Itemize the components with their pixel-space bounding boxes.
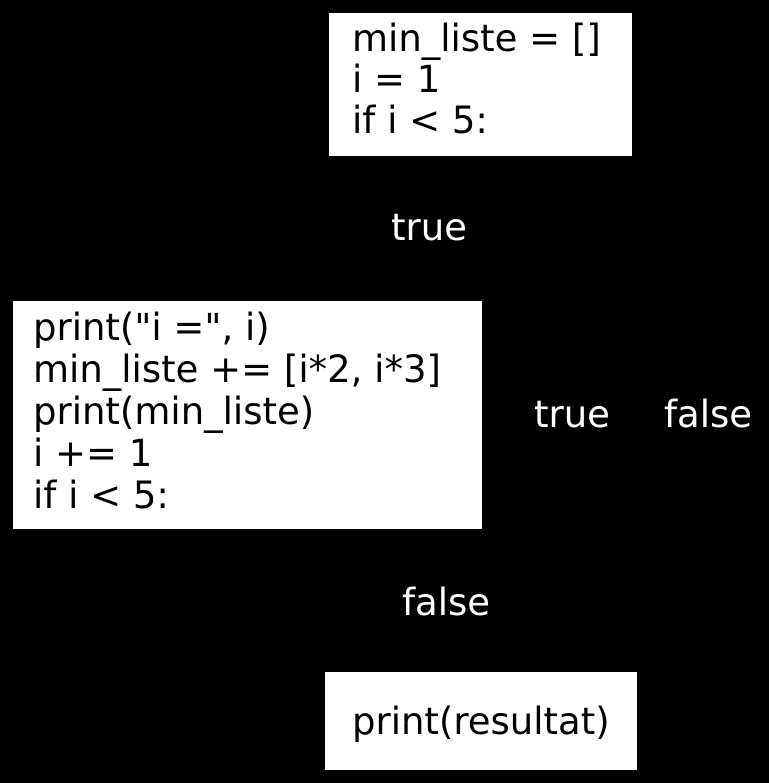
- edge-label-true: true: [391, 206, 467, 249]
- code-line: print(resultat): [352, 699, 610, 743]
- edge-label-false: false: [402, 581, 491, 624]
- code-line: print("i =", i): [33, 306, 270, 349]
- start-block: min_liste = [] i = 1 if i < 5:: [329, 13, 632, 156]
- code-line: i = 1: [352, 58, 441, 101]
- edge-label-false: false: [664, 393, 753, 436]
- code-line: min_liste = []: [352, 17, 601, 60]
- code-line: if i < 5:: [33, 474, 169, 517]
- code-line: i += 1: [33, 432, 153, 475]
- output-block: print(resultat): [325, 672, 637, 770]
- code-line: print(min_liste): [33, 390, 315, 433]
- edge-label-true: true: [534, 393, 610, 436]
- loop-block: print("i =", i) min_liste += [i*2, i*3] …: [13, 301, 482, 529]
- code-line: if i < 5:: [352, 99, 488, 142]
- code-line: min_liste += [i*2, i*3]: [33, 348, 441, 391]
